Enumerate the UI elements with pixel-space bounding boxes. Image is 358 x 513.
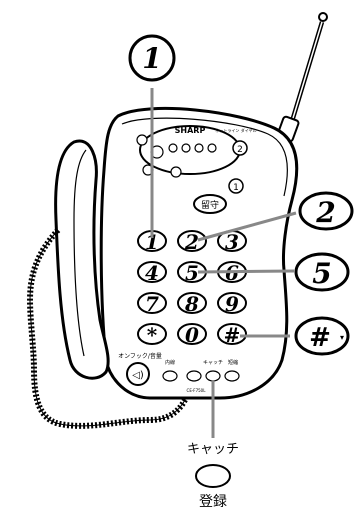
catch-label: キャッチ xyxy=(187,442,239,457)
svg-text:1: 1 xyxy=(233,183,239,193)
svg-text:3: 3 xyxy=(225,230,239,254)
svg-text:4: 4 xyxy=(145,261,159,285)
svg-text:5: 5 xyxy=(312,257,331,290)
svg-text:9: 9 xyxy=(225,292,239,316)
antenna xyxy=(277,13,327,142)
callout-hash: # ▾ xyxy=(296,318,348,354)
svg-text:#: # xyxy=(309,323,331,353)
svg-text:キャッチ: キャッチ xyxy=(203,360,223,366)
svg-text:2: 2 xyxy=(315,196,335,229)
svg-text:#: # xyxy=(224,323,241,347)
svg-text:◁): ◁) xyxy=(132,370,144,381)
register-label: 登録 xyxy=(199,494,227,510)
brand-logo: SHARP xyxy=(175,126,206,135)
svg-text:▾: ▾ xyxy=(340,333,344,342)
svg-text:オンフック/音量: オンフック/音量 xyxy=(118,352,162,360)
callout-2: 2 xyxy=(300,193,352,229)
callout-5: 5 xyxy=(296,254,348,290)
catch-button-small xyxy=(206,371,220,381)
svg-text:2: 2 xyxy=(237,145,243,155)
register-button xyxy=(196,465,230,487)
svg-text:内線: 内線 xyxy=(165,359,175,366)
callout-1: 1 xyxy=(130,36,174,80)
svg-text:CE-F750L: CE-F750L xyxy=(187,388,207,393)
svg-text:短縮: 短縮 xyxy=(228,359,238,366)
svg-text:ホットライン ダイヤル: ホットライン ダイヤル xyxy=(215,127,256,133)
svg-text:留守: 留守 xyxy=(201,199,219,211)
svg-text:7: 7 xyxy=(145,292,159,316)
svg-text:0: 0 xyxy=(185,323,199,347)
svg-text:*: * xyxy=(147,323,158,347)
svg-text:8: 8 xyxy=(184,292,199,316)
svg-text:2: 2 xyxy=(184,230,199,254)
svg-text:1: 1 xyxy=(142,42,161,75)
svg-text:5: 5 xyxy=(185,261,199,285)
